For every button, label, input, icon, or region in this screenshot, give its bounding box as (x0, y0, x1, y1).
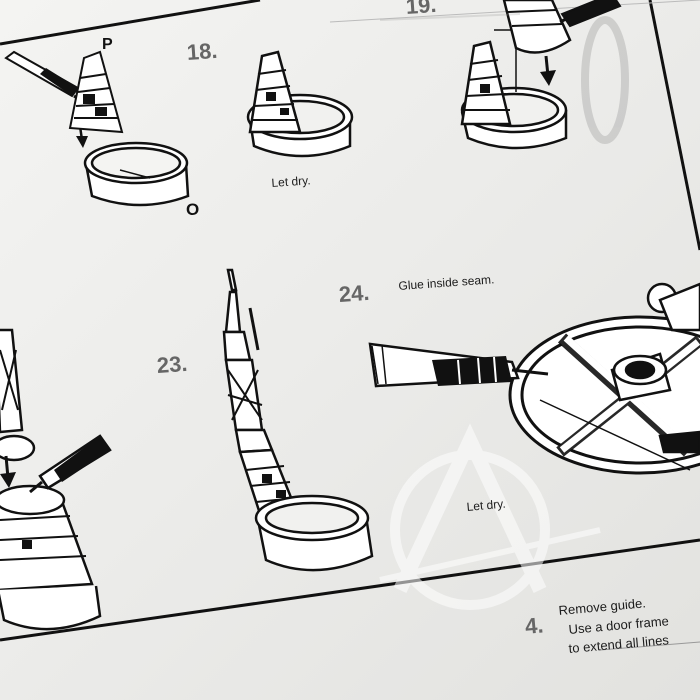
step-number-18: 18. (186, 37, 219, 65)
step-23-escape-tower-capsule-icon (222, 268, 374, 572)
glue-tube-icon (368, 342, 549, 388)
left-tower-capsule-icon (0, 328, 102, 631)
step-19-top-capsule-icon (502, 0, 572, 54)
watermark-logo (379, 423, 601, 610)
spacecraft-module-icon (610, 282, 700, 454)
ring-part-o-icon (83, 141, 190, 207)
arrow-down-icon (540, 70, 556, 86)
capsule-part-p-icon (68, 50, 124, 134)
pointer-line (248, 307, 260, 351)
glue-tube-icon (559, 0, 622, 28)
glue-tube-icon (29, 434, 112, 494)
background-print-through (379, 13, 629, 144)
arrow-down-icon (0, 472, 16, 488)
step-number-24: 24. (338, 279, 371, 307)
step-number-4: 4. (524, 612, 545, 639)
step-number-23: 23. (156, 350, 189, 378)
step-18-capsule-icon (246, 50, 354, 158)
page-border (0, 0, 700, 642)
step-19-capsule-icon (460, 29, 568, 150)
part-label-p: P (102, 36, 113, 53)
step-number-19: 19. (405, 0, 438, 19)
note-let-dry-18: Let dry. (271, 173, 312, 190)
arrow-down-icon (76, 136, 88, 148)
part-label-o: O (186, 200, 200, 219)
